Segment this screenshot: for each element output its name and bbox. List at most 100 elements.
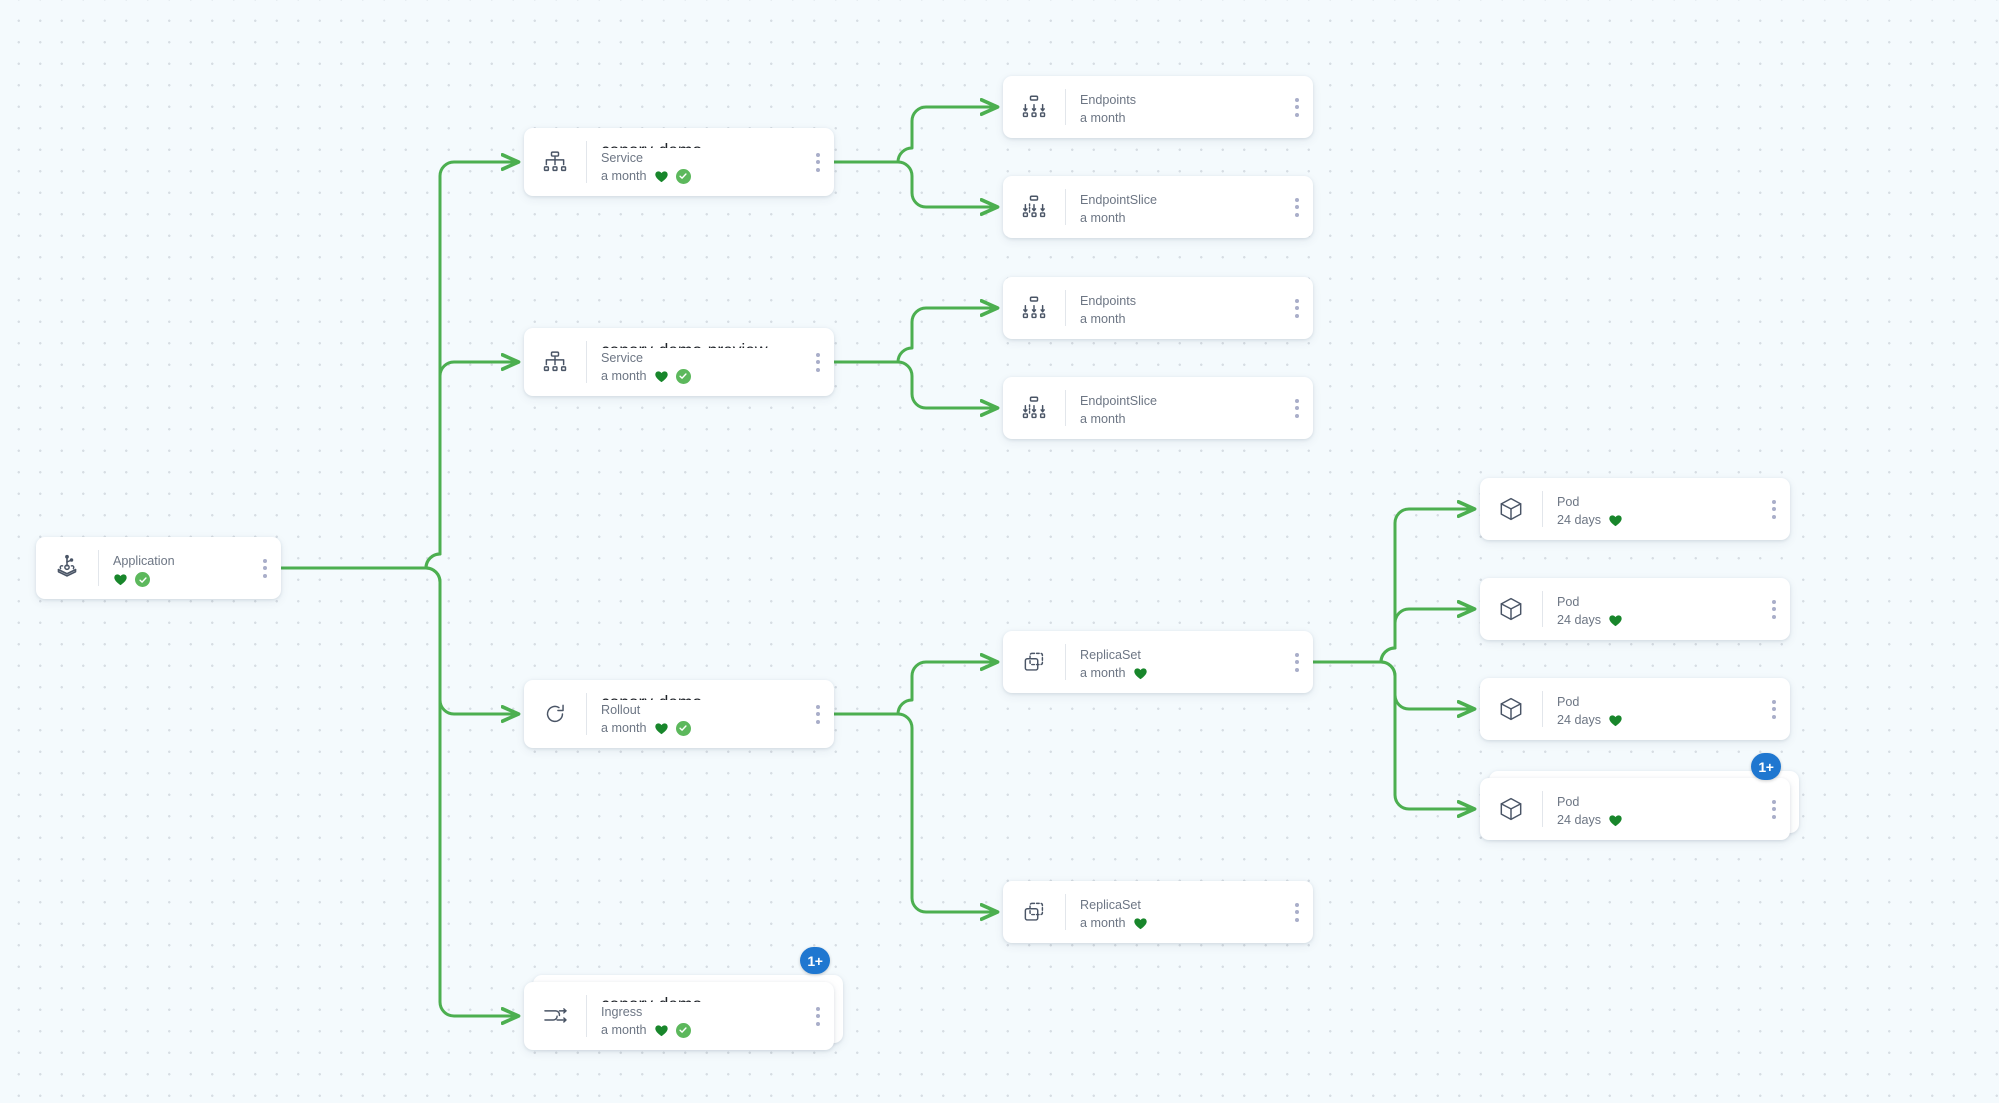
kebab-dot xyxy=(1772,607,1776,611)
health-status-icon xyxy=(1133,916,1148,931)
kebab-dot xyxy=(1772,814,1776,819)
kebab-dot xyxy=(1295,306,1299,310)
kebab-dot xyxy=(1295,313,1299,318)
node-menu-button[interactable] xyxy=(808,128,834,196)
node-menu-button[interactable] xyxy=(1764,478,1790,540)
sync-status-icon xyxy=(675,720,691,736)
node-menu-button[interactable] xyxy=(1287,176,1313,238)
kebab-dot xyxy=(263,566,267,570)
node-meta: a month xyxy=(601,169,808,184)
node-kind: EndpointSlice xyxy=(1080,393,1158,408)
kebab-dot xyxy=(1295,212,1299,217)
resource-node-service-canary-demo-preview[interactable]: canary-demo-preview Service a month xyxy=(524,328,834,396)
kebab-dot xyxy=(263,558,267,563)
hidden-children-badge[interactable]: 1+ xyxy=(1751,753,1781,780)
resource-node-service-canary-demo[interactable]: canary-demo Service a month xyxy=(524,128,834,196)
node-kind: Pod xyxy=(1557,694,1580,709)
node-menu-button[interactable] xyxy=(1287,76,1313,138)
node-body: canary-demo-7f89b8b97... Pod 24 days xyxy=(1543,578,1764,640)
hidden-children-badge[interactable]: 1+ xyxy=(800,947,830,974)
node-title: canary-demo-7f89b8b97... xyxy=(1557,490,1764,492)
node-body: canary-demo Endpoints a month xyxy=(1066,76,1287,138)
resource-node-rollout-canary-demo[interactable]: canary-demo Rollout a month xyxy=(524,680,834,748)
resource-node-endpoints-canary-demo[interactable]: canary-demo Endpoints a month xyxy=(1003,76,1313,138)
node-kind: Service xyxy=(601,350,643,365)
node-body: canary-demo-7f89b8b97... Pod 24 days xyxy=(1543,778,1764,840)
node-menu-button[interactable] xyxy=(1287,277,1313,339)
pod-icon xyxy=(1480,778,1542,840)
node-menu-button[interactable] xyxy=(1764,578,1790,640)
node-body: canary-demo-7f89b8b978 ReplicaSet a mont… xyxy=(1066,631,1287,693)
node-meta: 24 days xyxy=(1557,713,1764,728)
node-divider xyxy=(586,141,587,183)
argo-application-icon xyxy=(36,537,98,599)
kebab-dot xyxy=(1295,406,1299,410)
resource-node-pod-4[interactable]: canary-demo-7f89b8b97... Pod 24 days xyxy=(1480,778,1790,840)
kebab-dot xyxy=(1295,917,1299,922)
node-menu-button[interactable] xyxy=(808,328,834,396)
node-kind: Service xyxy=(601,150,643,165)
kebab-dot xyxy=(1295,660,1299,664)
resource-node-application[interactable]: canary-demo Application xyxy=(36,537,281,599)
resource-node-pod-1[interactable]: canary-demo-7f89b8b97... Pod 24 days xyxy=(1480,478,1790,540)
node-menu-button[interactable] xyxy=(255,537,281,599)
node-menu-button[interactable] xyxy=(1764,678,1790,740)
resource-node-endpointslice-canary-demo-preview[interactable]: canary-demo-preview-v... EndpointSlice a… xyxy=(1003,377,1313,439)
node-title: canary-demo-7f89b8b97... xyxy=(1557,590,1764,592)
node-age: a month xyxy=(1080,110,1126,125)
node-meta xyxy=(113,572,255,587)
node-kind: EndpointSlice xyxy=(1080,192,1158,207)
kebab-dot xyxy=(816,367,820,372)
node-body: canary-demo-967754b4c ReplicaSet a month xyxy=(1066,881,1287,943)
node-title: canary-demo-7f89b8b97... xyxy=(1557,790,1764,792)
endpointslice-icon xyxy=(1003,377,1065,439)
kebab-dot xyxy=(816,360,820,364)
node-kind: Rollout xyxy=(601,702,641,717)
node-title: canary-demo xyxy=(601,692,808,700)
resource-node-replicaset-967754b4c[interactable]: canary-demo-967754b4c ReplicaSet a month xyxy=(1003,881,1313,943)
node-divider xyxy=(586,693,587,735)
kebab-dot xyxy=(1295,197,1299,202)
kebab-dot xyxy=(1295,298,1299,303)
node-divider xyxy=(1065,644,1066,680)
ingress-icon xyxy=(524,982,586,1050)
node-menu-button[interactable] xyxy=(1287,377,1313,439)
node-menu-button[interactable] xyxy=(1287,631,1313,693)
kebab-dot xyxy=(1295,413,1299,418)
node-menu-button[interactable] xyxy=(808,680,834,748)
kebab-dot xyxy=(1772,707,1776,711)
health-status-icon xyxy=(654,369,669,384)
node-menu-button[interactable] xyxy=(808,982,834,1050)
node-meta: 24 days xyxy=(1557,513,1764,528)
resource-node-pod-3[interactable]: canary-demo-7f89b8b97... Pod 24 days xyxy=(1480,678,1790,740)
node-divider xyxy=(586,341,587,383)
node-kind: Endpoints xyxy=(1080,92,1137,107)
health-status-icon xyxy=(654,721,669,736)
resource-node-endpointslice-canary-demo-clpjw[interactable]: canary-demo-clpjw EndpointSlice a month xyxy=(1003,176,1313,238)
kebab-dot xyxy=(816,160,820,164)
replicaset-icon xyxy=(1003,631,1065,693)
node-age: 24 days xyxy=(1557,512,1602,527)
node-body: canary-demo Rollout a month xyxy=(587,680,808,748)
node-body: canary-demo-7f89b8b97... Pod 24 days xyxy=(1543,678,1764,740)
kebab-dot xyxy=(1772,599,1776,604)
resource-node-endpoints-canary-demo-preview[interactable]: canary-demo-preview Endpoints a month xyxy=(1003,277,1313,339)
node-menu-button[interactable] xyxy=(1287,881,1313,943)
resource-node-replicaset-7f89b8b978[interactable]: canary-demo-7f89b8b978 ReplicaSet a mont… xyxy=(1003,631,1313,693)
node-divider xyxy=(1065,390,1066,426)
node-menu-button[interactable] xyxy=(1764,778,1790,840)
kebab-dot xyxy=(816,1014,820,1018)
node-age: a month xyxy=(1080,411,1126,426)
node-body: canary-demo-clpjw EndpointSlice a month xyxy=(1066,176,1287,238)
resource-node-pod-2[interactable]: canary-demo-7f89b8b97... Pod 24 days xyxy=(1480,578,1790,640)
node-title: canary-demo xyxy=(113,549,255,551)
node-body: canary-demo Service a month xyxy=(587,128,808,196)
kebab-dot xyxy=(1295,205,1299,209)
node-meta: a month xyxy=(601,369,808,384)
service-icon xyxy=(524,128,586,196)
pod-icon xyxy=(1480,478,1542,540)
node-divider xyxy=(1065,89,1066,125)
resource-node-ingress-canary-demo[interactable]: canary-demo Ingress a month xyxy=(524,982,834,1050)
kebab-dot xyxy=(1772,614,1776,619)
